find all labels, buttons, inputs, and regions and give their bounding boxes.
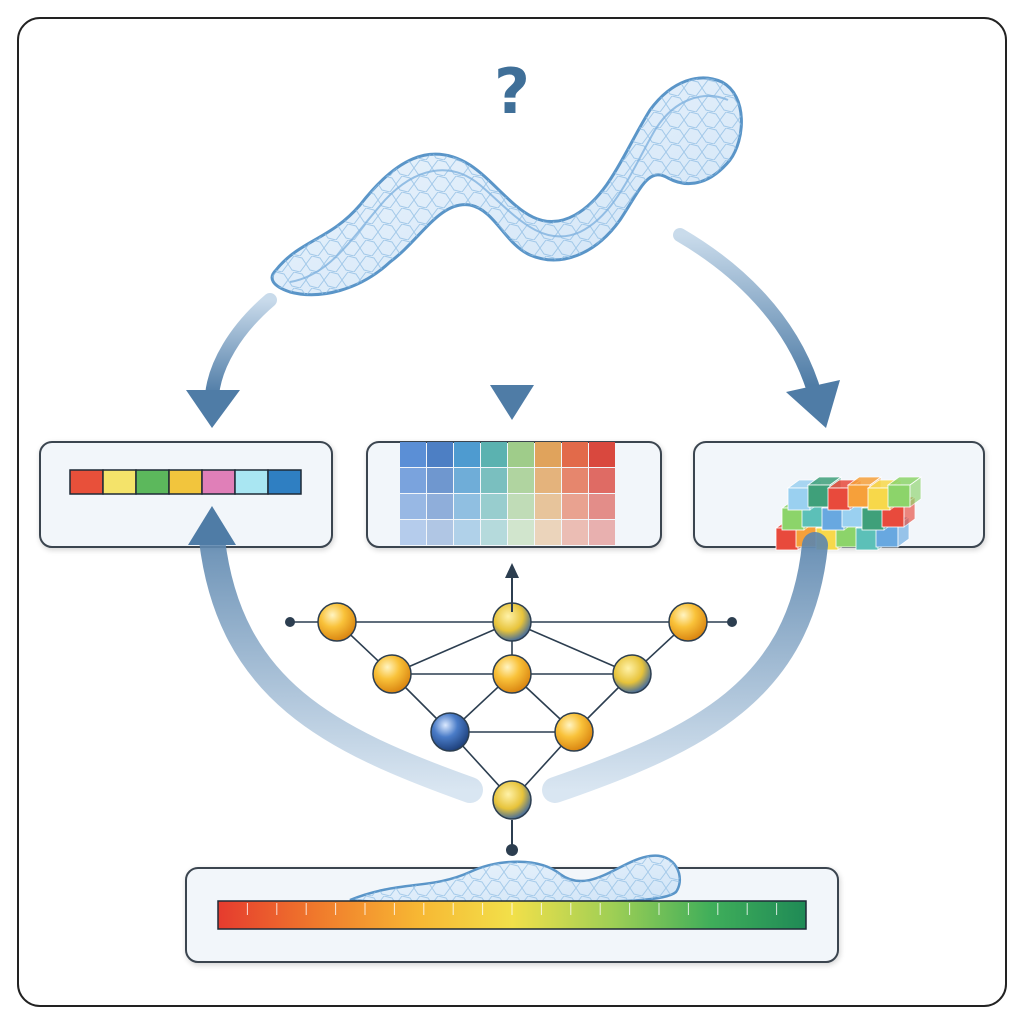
network-node — [492, 654, 532, 694]
heatmap-cell — [562, 494, 588, 519]
heatmap-cell — [562, 442, 588, 467]
heatmap-cell — [562, 520, 588, 545]
heatmap-cell — [400, 442, 426, 467]
heatmap-grid — [400, 442, 615, 545]
heatmap-cell — [562, 468, 588, 493]
heatmap-cell — [535, 520, 561, 545]
sequence-cell — [168, 469, 203, 495]
heatmap-cell — [454, 494, 480, 519]
heatmap-cell — [508, 442, 534, 467]
arrow-to-sequence — [186, 293, 277, 428]
network-edge — [391, 621, 513, 675]
arrow-to-matrix — [490, 255, 534, 420]
heatmap-cell — [481, 494, 507, 519]
heatmap-cell — [400, 520, 426, 545]
arrow-to-structure — [673, 228, 840, 428]
heatmap-cell — [535, 494, 561, 519]
sequence-cell — [69, 469, 104, 495]
heatmap-cell — [508, 468, 534, 493]
heatmap-cell — [427, 442, 453, 467]
heatmap-cell — [427, 520, 453, 545]
sequence-cell — [234, 469, 269, 495]
sequence-cell — [267, 469, 302, 495]
arrow-network-to-structure — [542, 532, 828, 803]
heatmap-cell — [481, 442, 507, 467]
spectrum-bar — [217, 900, 807, 930]
heatmap-cell — [508, 520, 534, 545]
question-mark: ? — [494, 55, 530, 128]
network-node — [668, 602, 708, 642]
arrow-network-to-sequence — [188, 506, 483, 803]
heatmap-cell — [427, 494, 453, 519]
heatmap-cell — [427, 468, 453, 493]
protein-helix-icon — [270, 76, 743, 297]
graph-network — [317, 602, 708, 820]
sequence-cell — [201, 469, 236, 495]
network-edge — [511, 621, 633, 675]
arrow-network-down — [506, 820, 518, 856]
heatmap-cell — [589, 520, 615, 545]
heatmap-cell — [535, 468, 561, 493]
heatmap-cell — [589, 442, 615, 467]
heatmap-cell — [589, 494, 615, 519]
voxel-cube-icon — [774, 476, 923, 551]
heatmap-cell — [481, 468, 507, 493]
arrow-network-up — [505, 563, 519, 612]
heatmap-cell — [454, 442, 480, 467]
network-node — [612, 654, 652, 694]
heatmap-cell — [481, 520, 507, 545]
heatmap-cell — [589, 468, 615, 493]
network-node — [317, 602, 357, 642]
heatmap-cell — [400, 494, 426, 519]
sequence-cell — [135, 469, 170, 495]
heatmap-cell — [454, 520, 480, 545]
network-node — [372, 654, 412, 694]
heatmap-cell — [508, 494, 534, 519]
network-node — [492, 780, 532, 820]
heatmap-cell — [535, 442, 561, 467]
network-node — [554, 712, 594, 752]
network-node — [430, 712, 470, 752]
sequence-cell — [102, 469, 137, 495]
heatmap-cell — [454, 468, 480, 493]
sequence-strip — [69, 469, 302, 495]
heatmap-cell — [400, 468, 426, 493]
